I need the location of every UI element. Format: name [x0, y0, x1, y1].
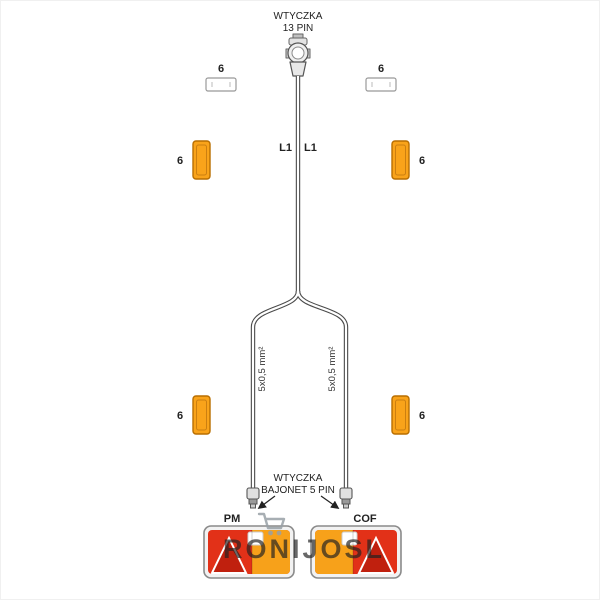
side-marker-mid-left: 6 — [177, 140, 211, 180]
plug-face-inner — [291, 46, 305, 60]
marker-inner-line — [395, 399, 406, 431]
connector-body — [246, 487, 260, 500]
side-marker-low-left: 6 — [177, 395, 211, 435]
qty-label-plate-top-right: 6 — [378, 63, 384, 75]
orange-marker-lamp — [192, 140, 211, 180]
cart-wheel — [268, 530, 273, 536]
plug-13pin-title-line1: WTYCZKA — [274, 11, 323, 22]
rear-lamp-right — [310, 525, 402, 579]
bayonet-connector-left — [246, 487, 260, 509]
connector-collar — [248, 498, 258, 505]
arrow-to-cof — [320, 495, 340, 509]
qty-label-marker-mid-left: 6 — [177, 155, 183, 167]
cable-harness — [250, 76, 349, 488]
cable-label-l1-left: L1 — [279, 142, 292, 154]
plate-top-right: 6 — [365, 63, 397, 92]
marker-inner-line — [196, 144, 207, 176]
cof-connector-label: COF — [353, 513, 377, 525]
cable-branch-left-core — [251, 290, 300, 488]
orange-marker-lamp — [192, 395, 211, 435]
bayonet-title-line2: BAJONET 5 PIN — [261, 485, 335, 496]
connector-body — [339, 487, 353, 500]
rear-lamp-left — [203, 525, 295, 579]
cable-branch-right-core — [296, 290, 348, 488]
plug-13pin-icon — [285, 33, 311, 77]
branch-spec-right: 5x0,5 mm² — [327, 347, 338, 392]
cable-label-l1-right: L1 — [304, 142, 317, 154]
white-plate — [205, 77, 237, 92]
marker-inner-line — [395, 144, 406, 176]
orange-marker-lamp — [391, 395, 410, 435]
cart-body — [257, 512, 286, 530]
qty-label-plate-top-left: 6 — [218, 63, 224, 75]
side-marker-low-right: 6 — [391, 395, 425, 435]
watermark-text: RONIJOSL — [223, 534, 385, 564]
connector-tip — [250, 503, 256, 509]
connector-tip — [343, 503, 349, 509]
qty-label-marker-low-left: 6 — [177, 410, 183, 422]
lamp-reverse-lens — [341, 531, 358, 546]
lamp-triangle-reflector — [357, 535, 395, 574]
white-plate — [365, 77, 397, 92]
qty-label-marker-mid-right: 6 — [419, 155, 425, 167]
qty-label-marker-low-right: 6 — [419, 410, 425, 422]
cart-icon — [257, 512, 286, 536]
plug-13pin-title-line2: 13 PIN — [283, 23, 314, 34]
plug-body — [289, 61, 307, 77]
bayonet-connector-right — [339, 487, 353, 509]
watermark: RONIJOSL — [223, 512, 385, 564]
cart-wheel — [276, 530, 282, 536]
pm-connector-label: PM — [224, 513, 241, 525]
arrow-to-pm — [257, 495, 276, 510]
plate-top-left: 6 — [205, 63, 237, 92]
lamp-reverse-lens — [247, 531, 264, 546]
cable-branch-right-outline — [295, 290, 349, 488]
side-marker-mid-right: 6 — [391, 140, 425, 180]
lamp-triangle-reflector — [210, 535, 248, 574]
marker-inner-line — [196, 399, 207, 431]
orange-marker-lamp — [391, 140, 410, 180]
connector-collar — [341, 498, 351, 505]
branch-spec-left: 5x0,5 mm² — [257, 347, 268, 392]
bayonet-title-line1: WTYCZKA — [274, 473, 323, 484]
